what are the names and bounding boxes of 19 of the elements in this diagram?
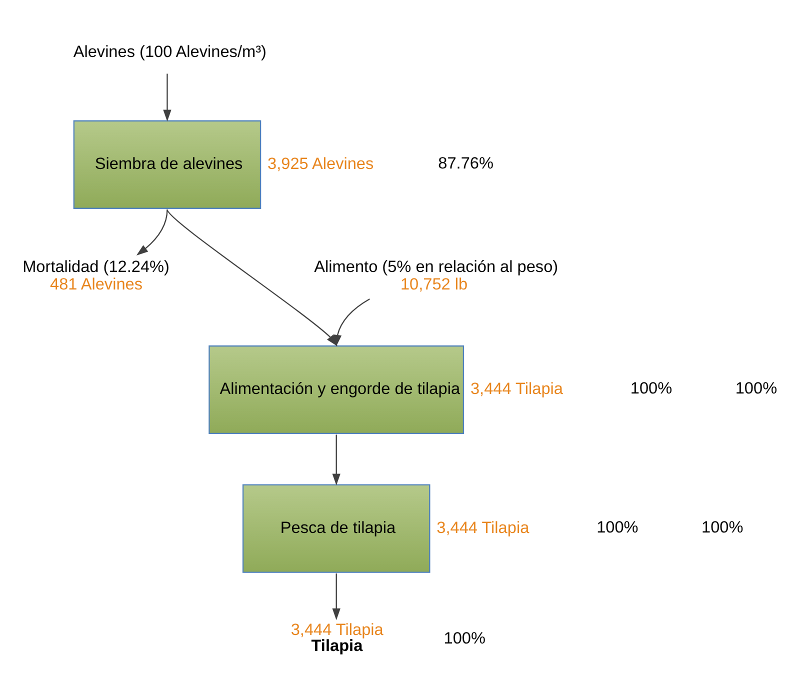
node-label: 3,444 Tilapia	[436, 518, 530, 537]
label: 100%	[702, 518, 744, 536]
arrow	[332, 434, 340, 486]
arrow	[166, 209, 338, 346]
arrow	[163, 74, 172, 122]
label: 100%	[735, 379, 778, 398]
label: 100%	[630, 379, 672, 398]
node-label: 3,925 Alevines	[268, 154, 374, 173]
arrow	[332, 573, 340, 620]
node-text: Alimento (5% en relación al peso) 10,752 lb	[314, 258, 558, 294]
label: 87.76%	[438, 154, 494, 172]
node-text: Alevines (100 Alevines/m³)	[73, 42, 266, 61]
arrow	[136, 210, 168, 256]
node-label: 3,444 Tilapia	[470, 380, 563, 398]
node-text: 3,444 Tilapia Tilapia	[290, 620, 384, 656]
node-label: 100%	[444, 630, 486, 648]
arrow	[333, 298, 370, 347]
node-text: Mortalidad (12.24%) 481 Alevines	[22, 258, 170, 294]
label: 100%	[596, 518, 638, 536]
